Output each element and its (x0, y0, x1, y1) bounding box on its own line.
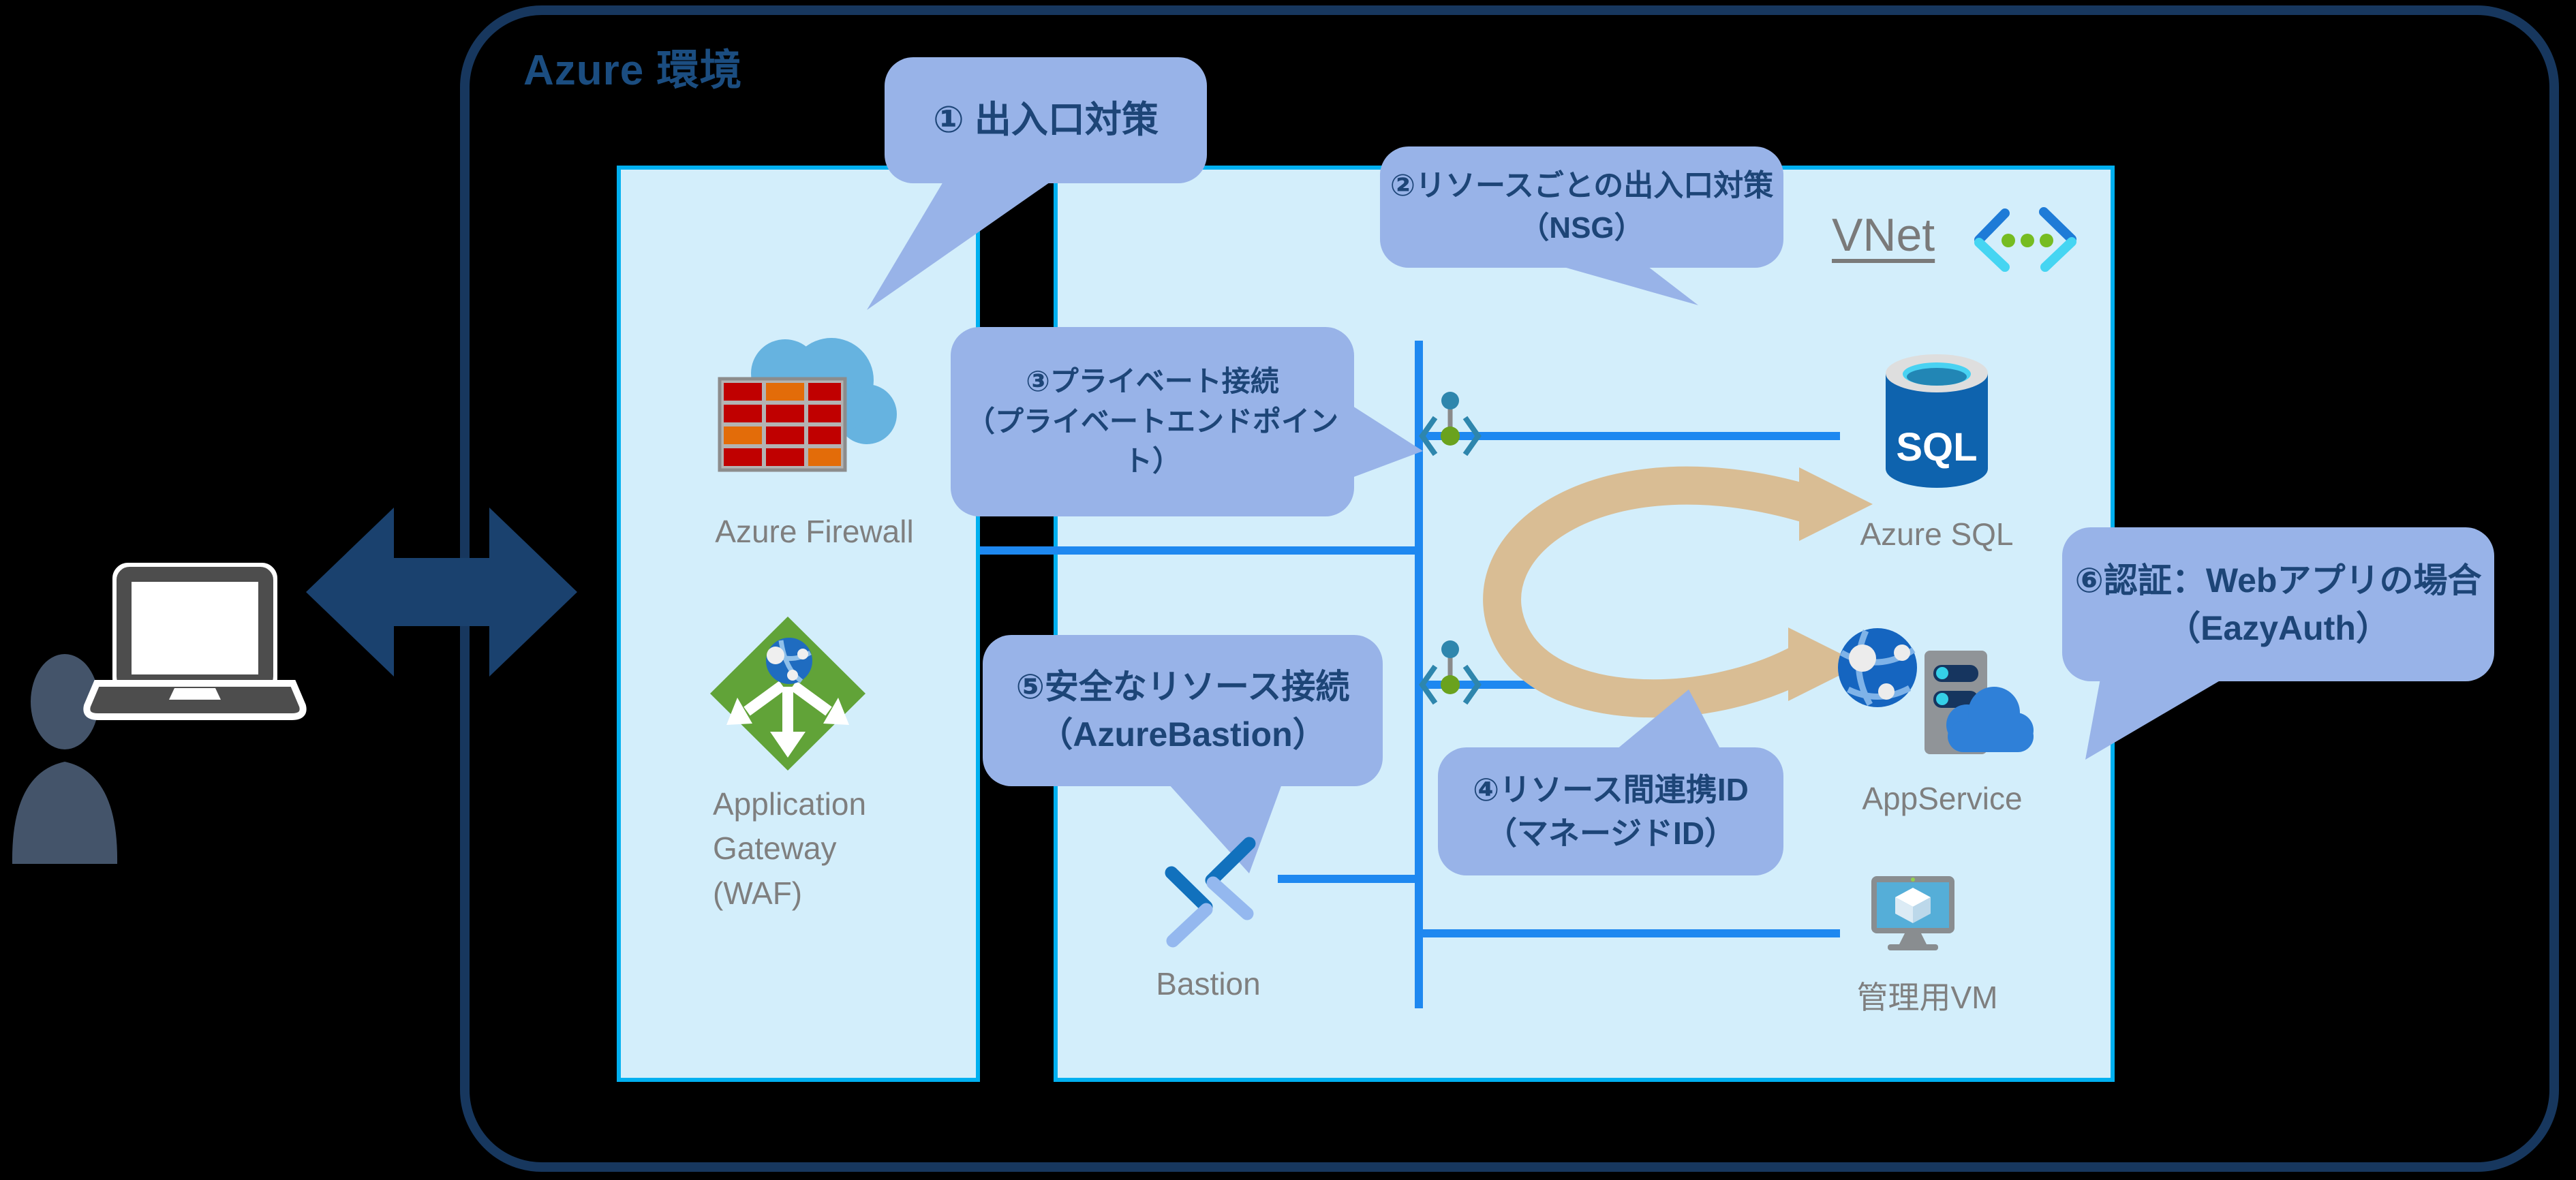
firewall-label: Azure Firewall (715, 514, 914, 549)
azure-firewall-icon (718, 338, 897, 472)
firewall-bricks (724, 383, 841, 466)
management-vm-label: 管理用VM (1856, 980, 1998, 1015)
callout-3-tail (1336, 395, 1423, 484)
callout-3-private-endpoint: ③プライベート接続 （プライベートエンドポイント） (951, 327, 1354, 516)
private-endpoint-icon-sql (1419, 392, 1482, 456)
callout-tails (867, 164, 2242, 873)
azure-sql-label: Azure SQL (1860, 516, 2014, 552)
azure-sql-icon: SQL (1886, 354, 1988, 488)
arrowhead-to-appservice (1788, 627, 1862, 701)
azure-environment-title: Azure 環境 (523, 47, 743, 94)
app-service-label: AppService (1862, 781, 2023, 816)
laptop-icon (83, 563, 307, 720)
private-endpoint-icon-appservice (1419, 640, 1482, 705)
vnet-label: VNet (1832, 209, 1935, 261)
managed-id-flow-arrow (1483, 466, 1873, 718)
bastion-icon (1165, 837, 1256, 948)
bidirectional-arrow (306, 508, 577, 677)
callout-6-eazyauth: ⑥認証：Webアプリの場合 （EazyAuth） (2062, 527, 2494, 681)
app-service-icon (1838, 628, 2034, 754)
callout-5-tail (1162, 777, 1285, 873)
arrowhead-to-sql (1799, 467, 1873, 541)
callout-2-nsg: ②リソースごとの出入口対策 （NSG） (1380, 146, 1783, 268)
callout-1-entry-exit: ① 出入口対策 (885, 57, 1207, 183)
vnet-icon (1974, 207, 2076, 272)
callout-5-bastion: ⑤安全なリソース接続 （AzureBastion） (983, 635, 1383, 786)
callout-4-managed-id: ④リソース間連携ID （マネージドID） (1438, 747, 1783, 875)
management-vm-icon (1871, 876, 1954, 950)
callout-4-tail (1608, 689, 1724, 756)
callout-1-tail (867, 164, 1077, 310)
application-gateway-icon (710, 617, 865, 771)
bastion-label: Bastion (1156, 966, 1261, 1002)
callout-6-tail (2085, 668, 2242, 760)
app-gateway-label: Application Gateway (WAF) (713, 786, 867, 911)
hub-subnet-box (617, 166, 980, 1082)
user-icon (12, 654, 118, 864)
sql-icon-text: SQL (1896, 425, 1977, 469)
callout-2-tail (1547, 262, 1698, 305)
